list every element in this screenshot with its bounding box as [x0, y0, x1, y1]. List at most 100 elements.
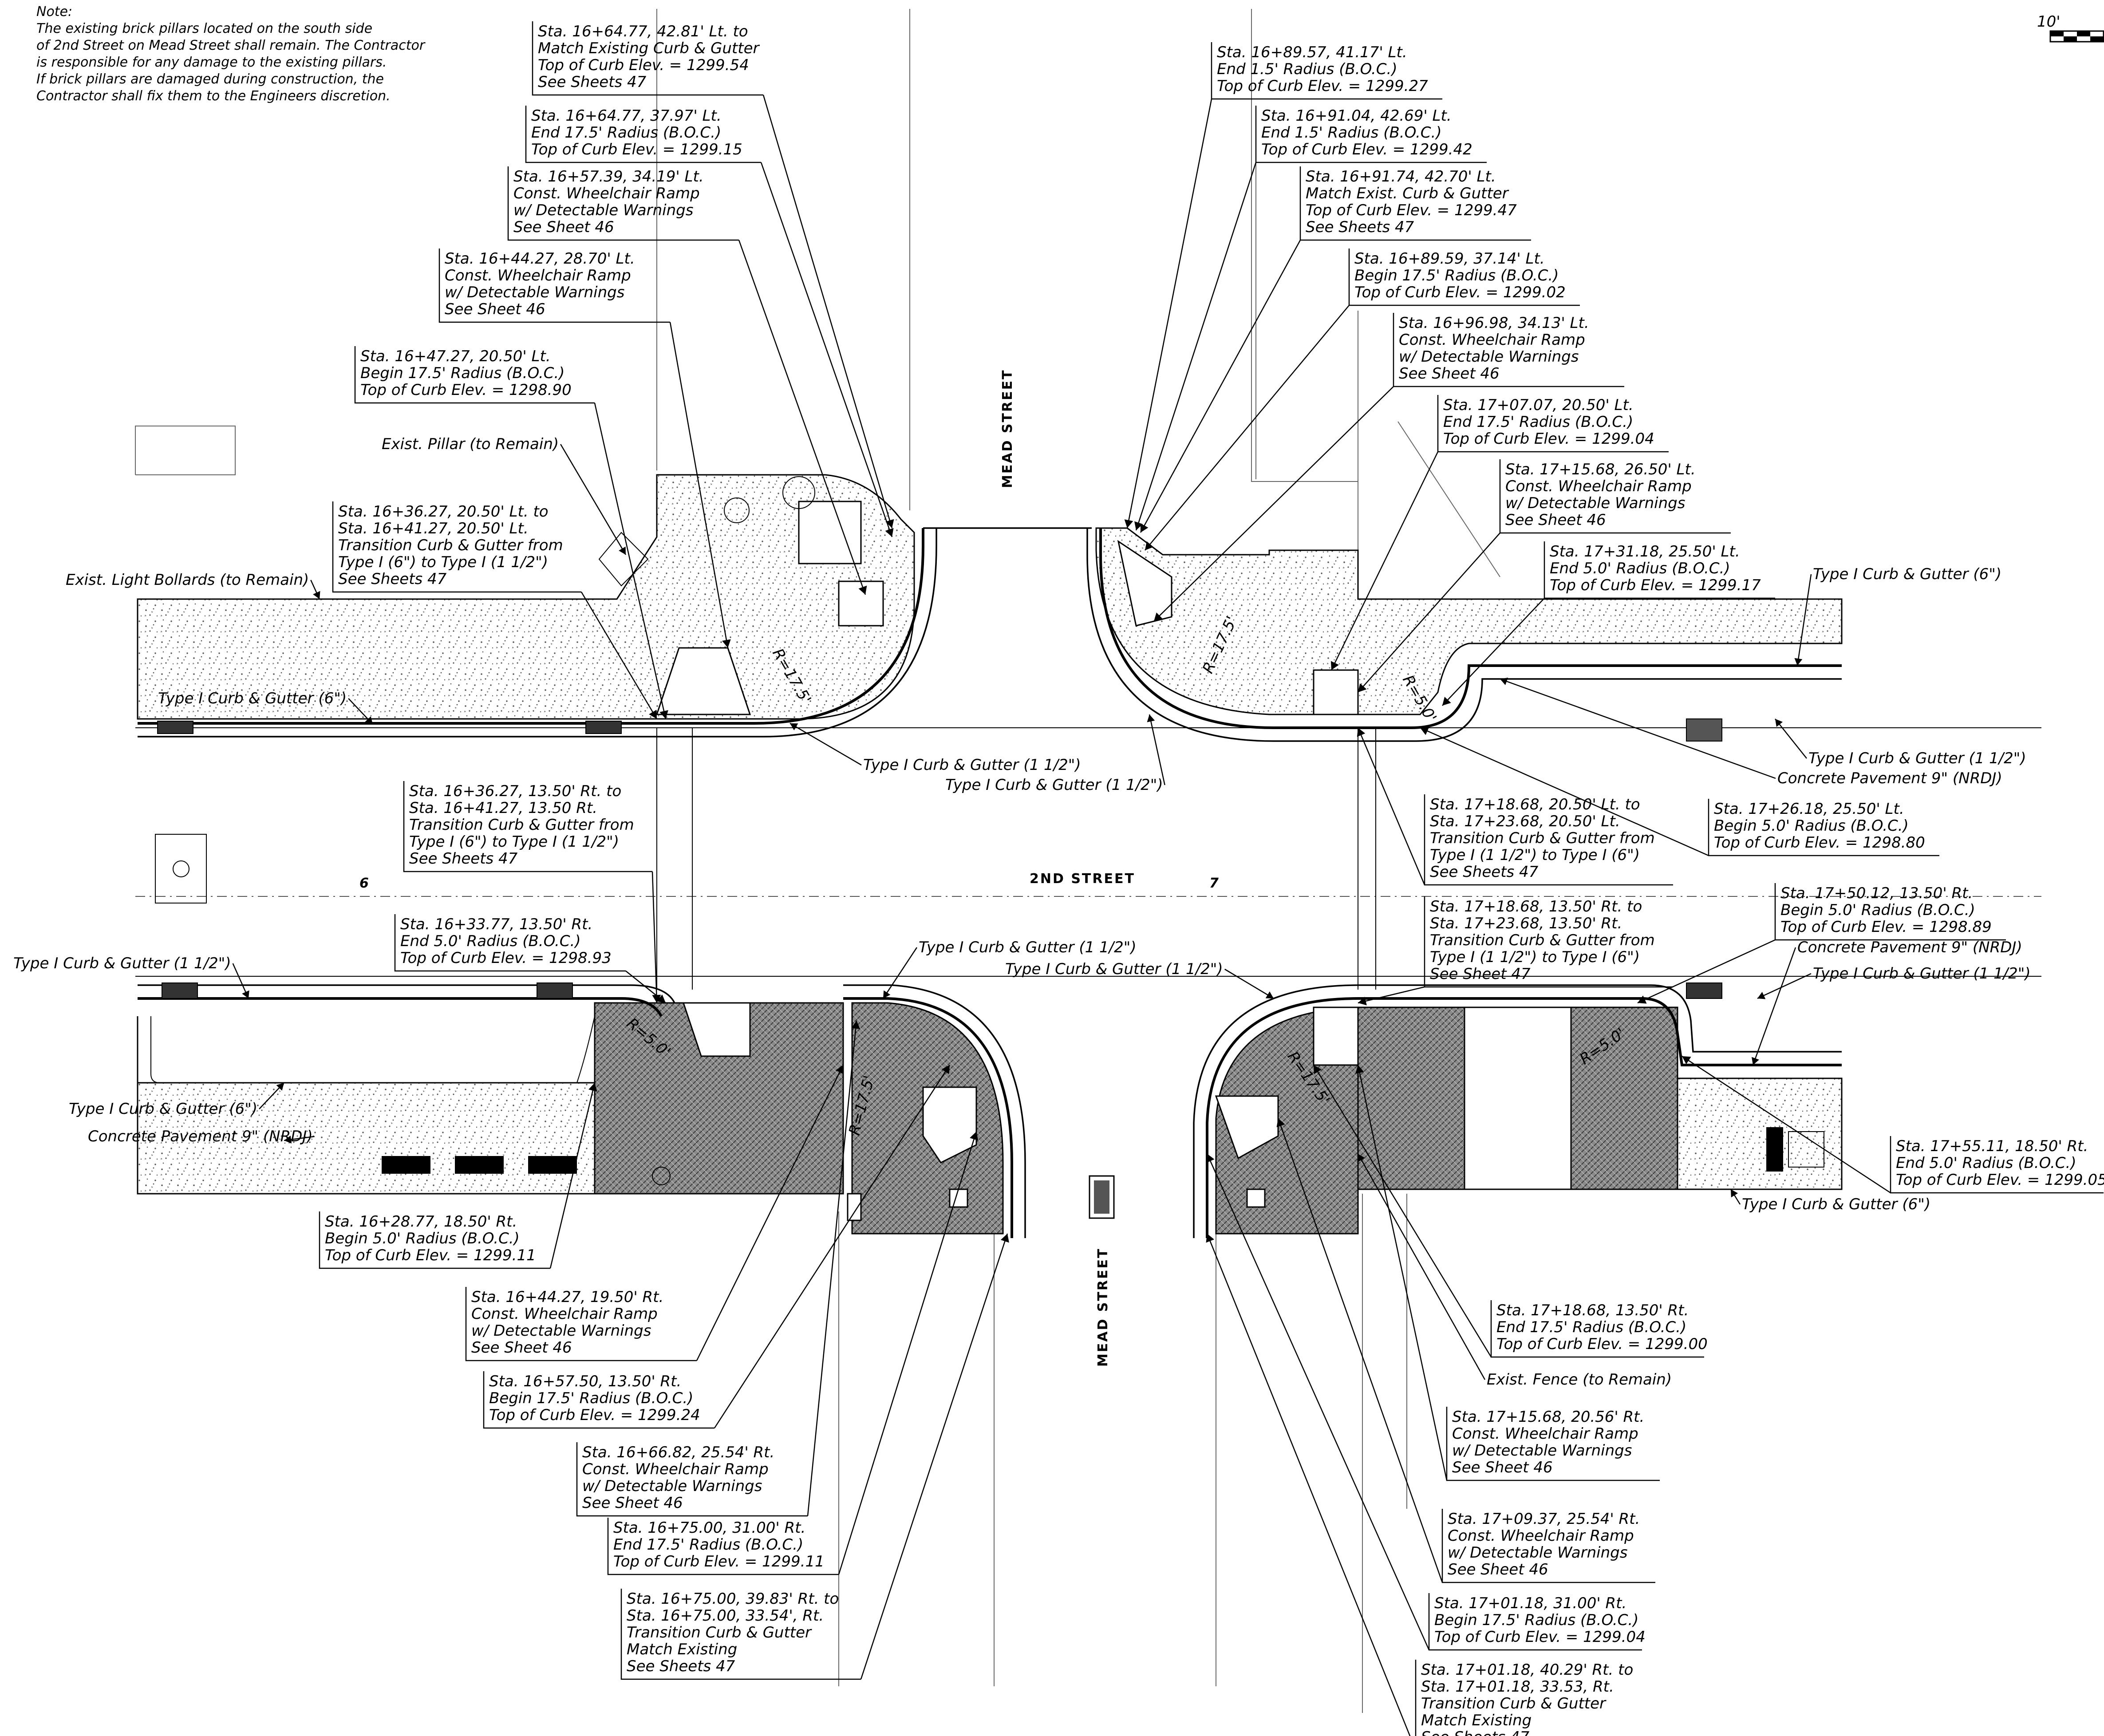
callout-text-line: End 5.0' Radius (B.O.C.) [1896, 1154, 2076, 1172]
callout-text-line: Sta. 16+75.00, 31.00' Rt. [613, 1519, 805, 1537]
station-tick-label: 6 [359, 876, 370, 891]
callout-c30: Sta. 17+09.37, 25.54' Rt.Const. Wheelcha… [1276, 1118, 1655, 1583]
callout-text-line: Transition Curb & Gutter from [338, 537, 563, 554]
callout-text-line: Transition Curb & Gutter [627, 1624, 812, 1641]
leader-arrowhead [1358, 683, 1367, 692]
callout-text-line: Top of Curb Elev. = 1299.24 [489, 1406, 700, 1424]
leader-arrowhead [1147, 714, 1155, 722]
callout-frame [620, 1589, 861, 1680]
callout-c18: Sta. 17+26.18, 25.50' Lt.Begin 5.0' Radi… [1420, 727, 1939, 856]
callout-text-line: Sta. 16+96.98, 34.13' Lt. [1399, 314, 1589, 332]
leader-line [1796, 574, 1812, 666]
callout-c23: Sta. 16+44.27, 19.50' Rt.Const. Wheelcha… [465, 1065, 844, 1361]
callout-text-line: End 17.5' Radius (B.O.C.) [1496, 1318, 1686, 1336]
leader-arrowhead [883, 990, 891, 998]
leader-line [762, 95, 893, 529]
label-l15: Concrete Pavement 9" (NRDJ) [88, 1128, 315, 1145]
callout-text-line: See Sheet 46 [445, 300, 545, 318]
label-l12: Concrete Pavement 9" (NRDJ) [1751, 939, 2022, 1065]
leader-arrowhead [1145, 541, 1154, 550]
leader-arrowhead [1420, 727, 1429, 735]
leader-arrowhead [1314, 1065, 1322, 1074]
leader-line [789, 722, 862, 766]
callout-text-line: Top of Curb Elev. = 1298.89 [1780, 918, 1992, 936]
callout-text-line: Match Existing Curb & Gutter [538, 39, 760, 57]
leader-line [1357, 1065, 1448, 1481]
leader-line [860, 1233, 1008, 1680]
leader-line [1358, 986, 1425, 1004]
callout-text-line: Const. Wheelchair Ramp [582, 1460, 769, 1478]
callout-text-line: Top of Curb Elev. = 1298.90 [360, 381, 572, 399]
callout-text-line: w/ Detectable Warnings [1399, 348, 1579, 366]
callout-c22: Sta. 16+28.77, 18.50' Rt.Begin 5.0' Radi… [319, 1082, 597, 1269]
leader-arrowhead [1500, 677, 1508, 685]
leader-arrowhead [1355, 1065, 1364, 1074]
leader-line [1149, 714, 1165, 785]
leader-arrowhead [1154, 612, 1163, 621]
leader-arrowhead [1358, 1154, 1365, 1162]
plan-label: Concrete Pavement 9" (NRDJ) [1797, 939, 2022, 956]
callout-c5: Sta. 16+47.27, 20.50' Lt.Begin 17.5' Rad… [354, 346, 668, 719]
concrete-sidewalk [1095, 527, 1843, 715]
plan-label: Concrete Pavement 9" (NRDJ) [88, 1128, 313, 1145]
south-middle-corner: R=17.5' [843, 984, 1115, 1238]
leader-line [1330, 451, 1439, 671]
leader-line [714, 1065, 951, 1428]
leader-arrowhead [790, 723, 798, 730]
callout-text-line: Top of Curb Elev. = 1298.93 [400, 949, 612, 967]
leader-arrowhead [885, 519, 894, 528]
leader-arrowhead [1358, 997, 1367, 1006]
label-l13: Type I Curb & Gutter (1 1/2") [1757, 965, 2031, 999]
leader-line [807, 1020, 857, 1516]
callout-text-line: End 1.5' Radius (B.O.C.) [1217, 60, 1397, 78]
leader-arrowhead [970, 1131, 979, 1141]
callout-text-line: Begin 5.0' Radius (B.O.C.) [1780, 901, 1975, 919]
leader-line [1140, 240, 1301, 533]
leader-line [580, 592, 658, 719]
callout-frame [403, 781, 652, 872]
leader-arrowhead [659, 710, 668, 719]
leader-line [669, 322, 729, 648]
callout-text-line: See Sheets 47 [1306, 218, 1414, 236]
callout-text-line: Transition Curb & Gutter from [1430, 829, 1655, 847]
callout-text-line: Sta. 16+66.82, 25.54' Rt. [582, 1444, 774, 1461]
callout-text-line: Sta. 17+01.18, 33.53, Rt. [1421, 1678, 1614, 1696]
callout-text-line: Const. Wheelchair Ramp [1448, 1527, 1634, 1545]
callout-c11: Sta. 16+96.98, 34.13' Lt.Const. Wheelcha… [1153, 313, 1624, 622]
callout-text-line: Sta. 16+91.74, 42.70' Lt. [1306, 168, 1496, 185]
leader-arrowhead [885, 528, 894, 537]
leader-line [760, 162, 893, 537]
callout-text-line: w/ Detectable Warnings [582, 1477, 762, 1495]
callout-text-line: Begin 5.0' Radius (B.O.C.) [325, 1230, 520, 1247]
callout-c2: Sta. 16+64.77, 37.97' Lt.End 17.5' Radiu… [525, 106, 894, 537]
callout-text-line: Sta. 16+75.00, 39.83' Rt. to [627, 1590, 839, 1608]
callout-text-line: Type I (6") to Type I (1 1/2") [338, 553, 548, 571]
ramp-detectable-area [594, 1002, 844, 1195]
leader-arrowhead [1206, 1234, 1215, 1243]
callout-text-line: Sta. 17+18.68, 13.50' Rt. [1496, 1302, 1689, 1319]
callout-text-line: Type I (1 1/2") to Type I (6") [1430, 846, 1640, 864]
callout-text-line: Sta. 16+57.39, 34.19' Lt. [513, 168, 704, 185]
leader-line [1757, 973, 1812, 999]
leader-line [696, 1065, 844, 1361]
leader-line [1277, 1118, 1443, 1583]
label-l3: Type I Curb & Gutter (6") [158, 690, 373, 725]
callout-text-line: Const. Wheelchair Ramp [1505, 477, 1692, 495]
label-l11: Type I Curb & Gutter (1 1/2") [1005, 960, 1274, 999]
label-l1: Exist. Pillar (to Remain) [382, 435, 627, 555]
leader-line [1637, 939, 1776, 1004]
callout-frame [438, 249, 670, 323]
callout-text-line: End 1.5' Radius (B.O.C.) [1261, 124, 1442, 142]
wheelchair-ramp [655, 647, 751, 715]
callout-text-line: Top of Curb Elev. = 1299.04 [1443, 430, 1654, 448]
callout-text-line: Top of Curb Elev. = 1299.11 [613, 1553, 825, 1570]
leader-line [882, 947, 918, 999]
callout-c9: Sta. 16+91.74, 42.70' Lt.Match Exist. Cu… [1140, 166, 1531, 533]
leader-arrowhead [836, 1065, 844, 1074]
leader-arrowhead [858, 585, 867, 595]
callout-text-line: Sta. 16+64.77, 37.97' Lt. [531, 107, 722, 125]
plan-label: Type I Curb & Gutter (6") [1742, 1195, 1930, 1213]
